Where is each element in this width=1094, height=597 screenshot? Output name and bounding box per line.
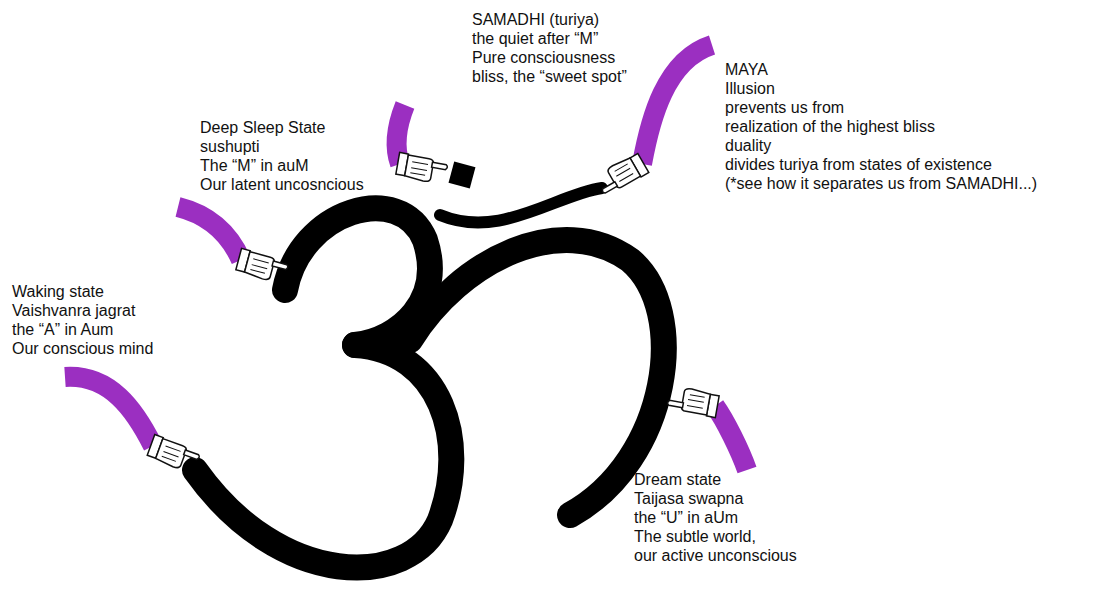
om-tail-curve — [410, 240, 664, 515]
annotation-text: Vaishvanra jagrat — [12, 301, 135, 320]
annotation-text: Deep Sleep State — [200, 118, 325, 137]
pointing-hand — [147, 435, 202, 474]
annotation-text: our active unconscious — [634, 546, 797, 565]
annotation-text: duality — [725, 136, 771, 155]
om-dot — [449, 162, 476, 189]
annotation-text: realization of the highest bliss — [725, 117, 935, 136]
sleeve — [642, 45, 712, 164]
annotation-text: (*see how it separates us from SAMADHI..… — [725, 174, 1037, 193]
annotation-text: Dream state — [634, 470, 721, 489]
annotation-text: Pure consciousness — [472, 48, 615, 67]
annotation-text: prevents us from — [725, 98, 844, 117]
annotation-text: sushupti — [200, 137, 260, 156]
sleeve — [178, 207, 241, 260]
annotation-text: The “M” in auM — [200, 156, 308, 175]
pointing-hand — [235, 248, 289, 284]
annotation-text: Taijasa swapna — [634, 489, 743, 508]
pointing-hand — [594, 152, 649, 198]
sleeve — [65, 377, 153, 446]
annotation-text: the “U” in aUm — [634, 508, 738, 527]
annotation-text: Illusion — [725, 79, 775, 98]
annotation-text: the quiet after “M” — [472, 29, 598, 48]
pointing-hand — [396, 152, 449, 184]
pointing-hand — [667, 385, 720, 417]
sleeve — [715, 406, 747, 470]
annotation-text: Waking state — [12, 282, 104, 301]
annotation-text: MAYA — [725, 60, 768, 79]
om-symbol — [195, 188, 664, 567]
annotation-text: the “A” in Aum — [12, 320, 113, 339]
annotation-text: divides turiya from states of existence — [725, 155, 992, 174]
om-crescent — [440, 188, 602, 222]
annotation-text: Our conscious mind — [12, 339, 153, 358]
sleeves — [65, 45, 747, 470]
annotation-text: SAMADHI (turiya) — [472, 10, 599, 29]
om-lower-curve — [195, 345, 451, 567]
annotation-text: The subtle world, — [634, 527, 756, 546]
annotation-text: Our latent uncosncious — [200, 175, 364, 194]
annotation-text: bliss, the “sweet spot” — [472, 67, 627, 86]
